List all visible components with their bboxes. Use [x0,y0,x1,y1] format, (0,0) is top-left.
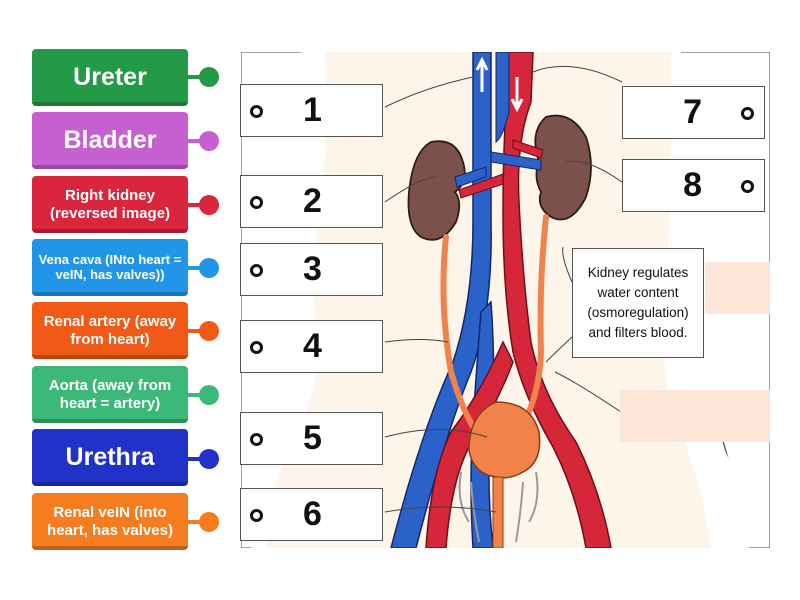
target-number: 6 [303,495,322,533]
leader-line-note [562,246,573,283]
renal-vein-left [454,166,487,188]
leader-line-1 [384,76,474,108]
pin-knob[interactable] [199,385,219,405]
label-tile-ureter[interactable]: Ureter [32,49,188,106]
label-tile-bladder[interactable]: Bladder [32,112,188,169]
drop-target-7[interactable]: 7 [622,86,765,139]
flow-arrow-down [510,77,524,113]
pin-knob[interactable] [199,321,219,341]
pin-knob[interactable] [199,449,219,469]
pin-knob[interactable] [199,512,219,532]
label-tile-aorta[interactable]: Aorta (away from heart = artery) [32,366,188,423]
covered-label-area [705,262,770,314]
ureter-left [440,234,484,440]
label-text: Renal artery (away from heart) [43,313,177,348]
info-note: Kidney regulates water content (osmoregu… [572,248,704,358]
target-ring-icon [250,432,263,446]
leader-line-right-lower [554,371,622,413]
pin-knob[interactable] [199,195,219,215]
leader-line-right-mid [545,336,573,363]
covered-label-area [620,390,770,442]
drag-pin[interactable] [186,195,219,215]
ureter-right [513,214,549,440]
drag-pin[interactable] [186,321,219,341]
flow-arrow-up [475,56,489,92]
pin-knob[interactable] [199,258,219,278]
drag-pin[interactable] [186,131,219,151]
target-number: 2 [303,182,322,220]
note-text: Kidney regulates water content (osmoregu… [587,264,689,341]
drop-target-2[interactable]: 2 [240,175,383,228]
target-ring-icon [250,340,263,354]
target-number: 8 [683,166,702,204]
renal-artery-left [458,173,504,199]
target-ring-icon [250,104,263,118]
drag-pin[interactable] [186,512,219,532]
drop-target-5[interactable]: 5 [240,412,383,465]
label-tiles: Ureter Bladder Right kidney (reversed im… [0,0,230,600]
leader-line-6 [384,506,497,513]
drag-pin[interactable] [186,385,219,405]
drop-target-3[interactable]: 3 [240,243,383,296]
renal-artery-right [512,139,544,159]
drop-target-4[interactable]: 4 [240,320,383,373]
label-text: Aorta (away from heart = artery) [48,377,172,412]
label-text: Urethra [65,443,155,472]
leader-line-4 [384,339,449,343]
pelvis-lines [458,471,539,543]
pin-knob[interactable] [199,67,219,87]
target-number: 7 [683,93,702,131]
target-number: 4 [303,327,322,365]
drag-pin[interactable] [186,258,219,278]
target-ring-icon [250,263,263,277]
renal-vein-right [490,151,542,171]
label-text: Renal veIN (into heart, has valves) [47,504,173,539]
leader-line-2 [384,176,438,203]
label-tile-urethra[interactable]: Urethra [32,429,188,486]
leader-line-8 [565,160,623,183]
target-number: 3 [303,250,322,288]
label-text: Vena cava (INto heart = veIN, has valves… [38,251,182,282]
target-ring-icon [250,508,263,522]
target-ring-icon [741,106,754,120]
aorta-arch [495,52,510,143]
label-text: Right kidney (reversed image) [49,187,171,222]
leader-line-7 [532,65,623,83]
drop-target-1[interactable]: 1 [240,84,383,137]
drop-target-8[interactable]: 8 [622,159,765,212]
pin-knob[interactable] [199,131,219,151]
target-number: 1 [303,91,322,129]
target-ring-icon [250,195,263,209]
leader-line-5 [384,429,488,438]
drag-pin[interactable] [186,67,219,87]
label-tile-renal-vein[interactable]: Renal veIN (into heart, has valves) [32,493,188,550]
label-tile-right-kidney[interactable]: Right kidney (reversed image) [32,176,188,233]
drag-pin[interactable] [186,449,219,469]
label-text: Ureter [73,63,147,92]
target-ring-icon [741,179,754,193]
kidney-left [407,140,466,241]
label-text: Bladder [63,126,157,155]
drop-target-6[interactable]: 6 [240,488,383,541]
kidney-right [534,114,592,221]
bladder [468,401,541,479]
label-tile-renal-artery[interactable]: Renal artery (away from heart) [32,302,188,359]
target-number: 5 [303,419,322,457]
urethra [492,476,504,548]
label-tile-vena-cava[interactable]: Vena cava (INto heart = veIN, has valves… [32,239,188,296]
